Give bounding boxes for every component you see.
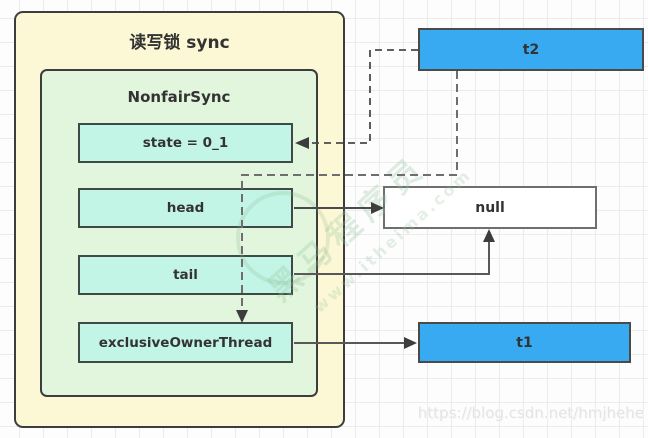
field-exclusive-owner-thread: exclusiveOwnerThread [78,322,293,363]
node-t1: t1 [418,322,631,363]
watermark-blog-url: https://blog.csdn.net/hmjhehe [417,404,644,422]
field-tail: tail [78,255,293,295]
field-head: head [78,188,293,228]
node-t2: t2 [418,28,644,71]
outer-group-title: 读写锁 sync [129,33,230,53]
node-null: null [383,186,597,229]
field-state: state = 0_1 [78,123,293,163]
inner-group-title: NonfairSync [127,88,231,106]
